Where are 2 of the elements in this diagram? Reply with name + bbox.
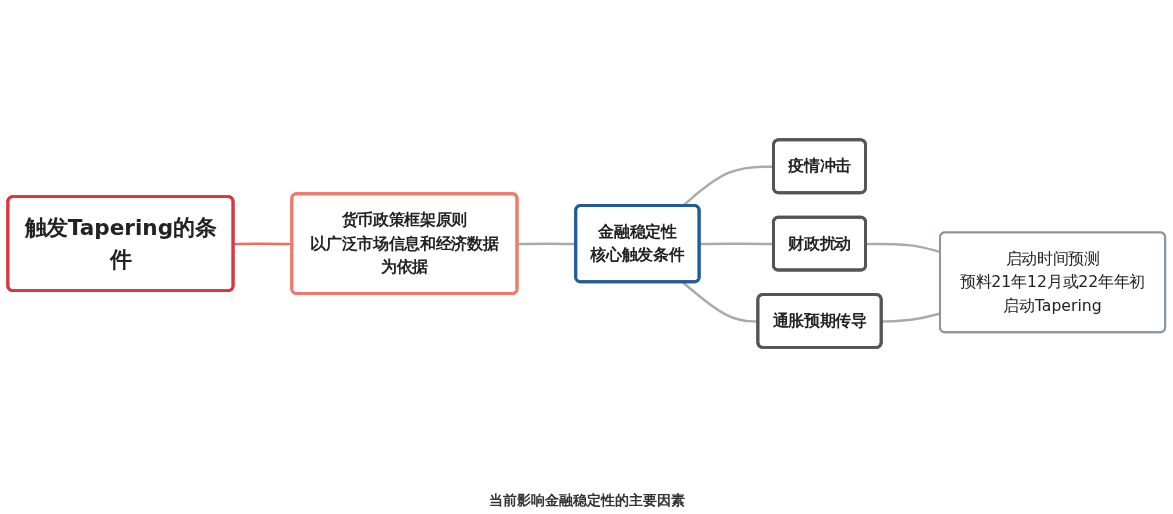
note-text: 当前影响金融稳定性的主要因素 xyxy=(488,492,685,510)
connector xyxy=(699,242,774,246)
